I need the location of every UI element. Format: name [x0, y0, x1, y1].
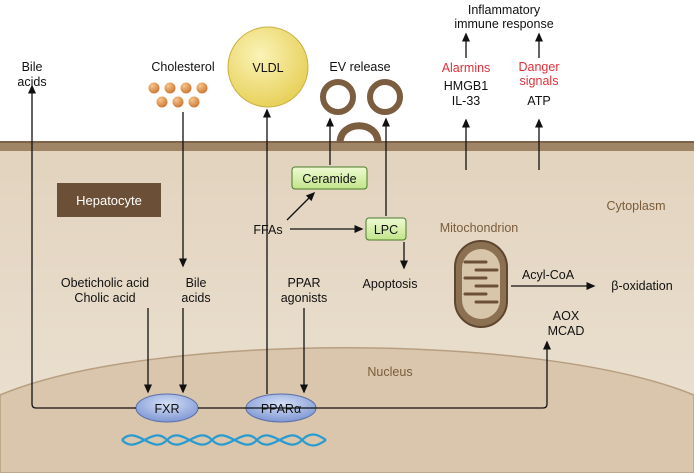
- inflammatory-line2: immune response: [454, 17, 553, 31]
- ev-vesicle-right: [367, 79, 403, 115]
- hepatocyte-label: Hepatocyte: [76, 193, 142, 208]
- ppar-agonists-line1: PPAR: [287, 276, 320, 290]
- ceramide-label: Ceramide: [302, 172, 356, 186]
- bile-acids-top-line1: Bile: [22, 60, 43, 74]
- beta-oxidation-label: β-oxidation: [611, 279, 672, 293]
- ffas-label: FFAs: [253, 223, 282, 237]
- cholic-acid-label: Cholic acid: [74, 291, 135, 305]
- cell-membrane: [0, 141, 694, 151]
- mitochondrion-label: Mitochondrion: [440, 221, 519, 235]
- ppar-alpha-label: PPARα: [261, 402, 301, 416]
- hmgb1-label: HMGB1: [444, 79, 489, 93]
- pathway-arrows: [28, 32, 596, 409]
- cholesterol-label: Cholesterol: [151, 60, 214, 74]
- hepatocyte-badge: [57, 183, 161, 217]
- dna-strand-2: [121, 434, 327, 447]
- danger-signals-line2: signals: [520, 74, 559, 88]
- cholesterol-droplets: [148, 82, 208, 108]
- alarmins-label: Alarmins: [442, 61, 491, 75]
- vldl-label: VLDL: [252, 61, 283, 75]
- apoptosis-label: Apoptosis: [363, 277, 418, 291]
- budding-vesicle: [336, 122, 382, 144]
- nucleus-body: [0, 347, 694, 473]
- bile-acids-top-line2: acids: [17, 75, 46, 89]
- il33-label: IL-33: [452, 94, 481, 108]
- acyl-coa-label: Acyl-CoA: [522, 268, 575, 282]
- bile-acids-mid-line2: acids: [181, 291, 210, 305]
- ev-release-label: EV release: [329, 60, 390, 74]
- fxr-label: FXR: [155, 402, 180, 416]
- mcad-label: MCAD: [548, 324, 585, 338]
- nucleus-label: Nucleus: [367, 365, 412, 379]
- danger-signals-line1: Danger: [519, 60, 560, 74]
- aox-label: AOX: [553, 309, 580, 323]
- atp-label: ATP: [527, 94, 550, 108]
- ev-vesicle-left: [320, 79, 356, 115]
- mitochondrion-icon: [454, 240, 508, 328]
- vldl-particle: [227, 26, 309, 108]
- ceramide-box: [291, 166, 368, 190]
- cytoplasm-label: Cytoplasm: [606, 199, 665, 213]
- membrane-edge: [0, 141, 694, 143]
- lpc-label: LPC: [374, 223, 398, 237]
- inflammatory-line1: Inflammatory: [468, 3, 541, 17]
- obeticholic-label: Obeticholic acid: [61, 276, 149, 290]
- ppar-agonists-line2: agonists: [281, 291, 328, 305]
- lpc-box: [365, 217, 407, 241]
- bile-acids-mid-line1: Bile: [186, 276, 207, 290]
